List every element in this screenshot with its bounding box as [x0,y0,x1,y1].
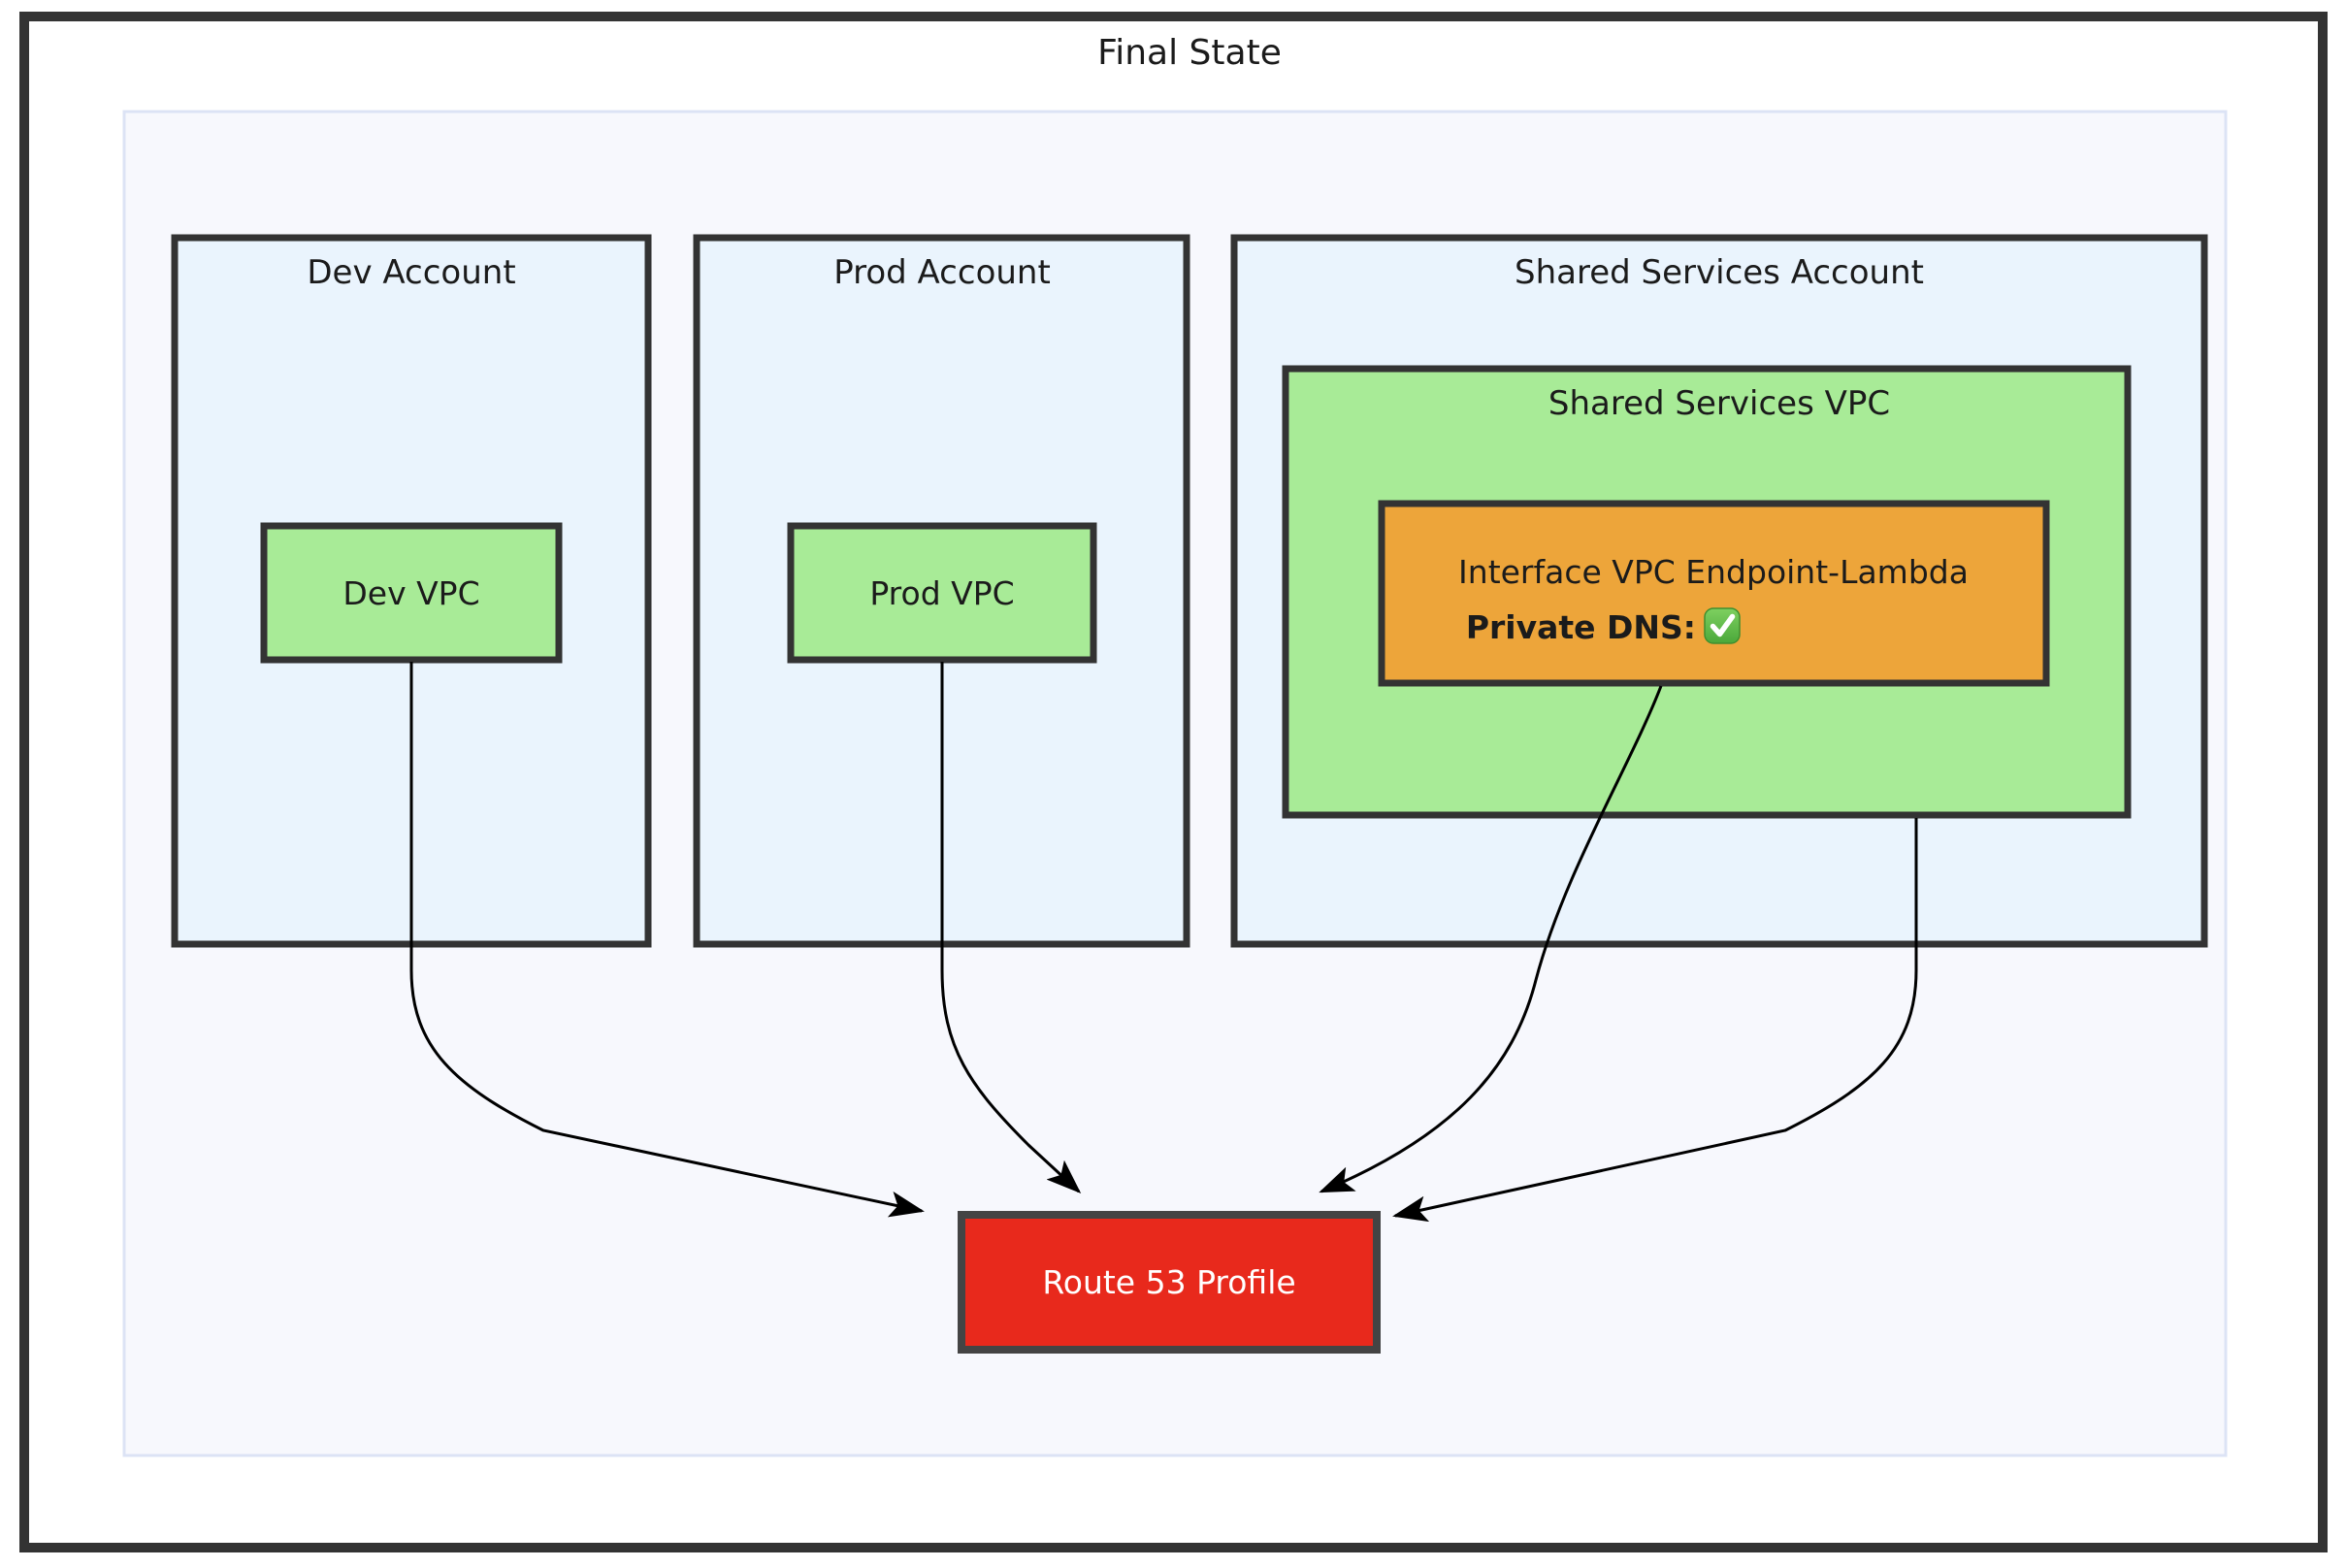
edge-prod-vpc-to-profile [940,662,1082,1194]
prod-account-label: Prod Account [833,253,1051,292]
dev-vpc-label: Dev VPC [342,574,479,612]
interface-vpc-endpoint-lambda-group[interactable]: Interface VPC Endpoint-Lambda Private DN… [1378,500,2050,687]
endpoint-title-label: Interface VPC Endpoint-Lambda [1458,553,1969,591]
route-53-profile-box[interactable] [958,1211,1381,1354]
edge-dev-vpc-to-profile [409,662,925,1218]
edge-shared-vpc-to-profile [1392,818,1918,1223]
interface-vpc-endpoint-lambda-box[interactable] [1378,500,2050,687]
prod-vpc-label: Prod VPC [869,574,1014,612]
shared-services-vpc-label: Shared Services VPC [1548,384,1890,423]
shared-services-account-group[interactable]: Shared Services Account Shared Services … [1230,234,2208,948]
dev-vpc-box[interactable] [260,522,563,664]
edge-endpoint-to-profile [1319,685,1663,1193]
route-53-profile-label: Route 53 Profile [1042,1263,1295,1301]
dev-vpc-group[interactable]: Dev VPC [260,522,563,664]
dev-account-group[interactable]: Dev Account Dev VPC [171,234,652,948]
endpoint-private-dns-label: Private DNS: [1466,608,1696,646]
diagram-title: Final State [1097,33,1282,73]
shared-services-account-label: Shared Services Account [1515,253,1924,292]
route-53-profile-group[interactable]: Route 53 Profile [958,1211,1381,1354]
dev-account-label: Dev Account [307,253,515,292]
shared-services-vpc-group[interactable]: Shared Services VPC Interface VPC Endpoi… [1282,365,2132,819]
check-mark-button-icon [1704,607,1741,644]
prod-vpc-group[interactable]: Prod VPC [787,522,1097,664]
prod-vpc-box[interactable] [787,522,1097,664]
